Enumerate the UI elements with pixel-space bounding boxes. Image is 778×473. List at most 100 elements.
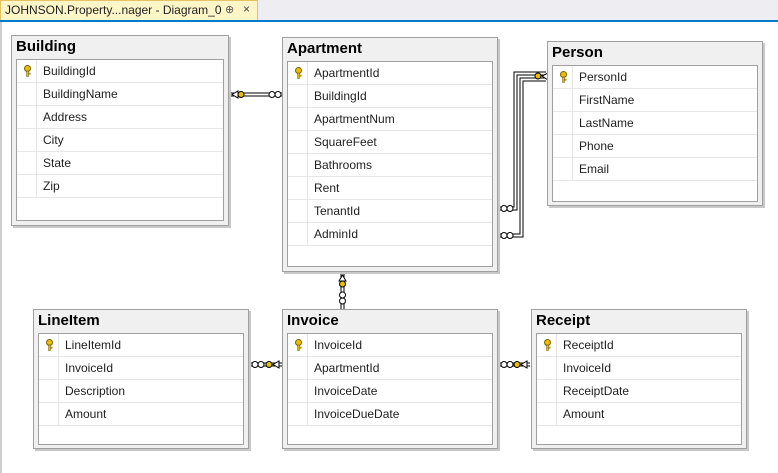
column-name: ReceiptId bbox=[563, 338, 614, 352]
column-name: ReceiptDate bbox=[563, 384, 630, 398]
column-row[interactable]: LastName bbox=[553, 112, 757, 135]
column-name: PersonId bbox=[579, 70, 628, 84]
column-name: SquareFeet bbox=[314, 135, 377, 149]
column-row[interactable]: FirstName bbox=[553, 89, 757, 112]
column-name: InvoiceId bbox=[563, 361, 612, 375]
diagram-canvas[interactable]: Building BuildingId BuildingName Address… bbox=[2, 22, 778, 473]
column-grid: LineItemId InvoiceId Description Amount bbox=[38, 333, 244, 445]
column-name: City bbox=[43, 133, 64, 147]
table-lineitem[interactable]: LineItem LineItemId InvoiceId Descriptio… bbox=[33, 309, 249, 449]
column-row[interactable]: ReceiptDate bbox=[537, 380, 741, 403]
column-name: ApartmentNum bbox=[314, 112, 395, 126]
relationship-building-apartment[interactable] bbox=[230, 90, 282, 99]
column-grid: BuildingId BuildingName Address City Sta… bbox=[16, 59, 224, 221]
column-row[interactable]: Address bbox=[17, 106, 223, 129]
column-row[interactable]: BuildingId bbox=[17, 60, 223, 83]
column-row[interactable]: State bbox=[17, 152, 223, 175]
column-name: Address bbox=[43, 110, 88, 124]
table-building[interactable]: Building BuildingId BuildingName Address… bbox=[11, 35, 229, 226]
column-row[interactable]: Email bbox=[553, 158, 757, 181]
table-title: Person bbox=[552, 44, 603, 61]
column-row[interactable]: BuildingId bbox=[288, 85, 492, 108]
column-name: InvoiceDate bbox=[314, 384, 378, 398]
primary-key-icon bbox=[24, 65, 31, 77]
column-grid: ReceiptId InvoiceId ReceiptDate Amount bbox=[536, 333, 742, 445]
primary-key-icon bbox=[560, 71, 567, 83]
table-title: Building bbox=[16, 38, 76, 55]
document-tab-strip: JOHNSON.Property...nager - Diagram_0 ⊕ × bbox=[0, 0, 778, 22]
column-name: FirstName bbox=[579, 93, 635, 107]
column-row[interactable]: InvoiceId bbox=[288, 334, 492, 357]
column-name: BuildingId bbox=[314, 89, 367, 103]
relationship-lineitem-invoice[interactable] bbox=[250, 360, 282, 369]
primary-key-icon bbox=[46, 339, 53, 351]
column-name: ApartmentId bbox=[314, 66, 380, 80]
column-name: Phone bbox=[579, 139, 614, 153]
diagram-tab-title: JOHNSON.Property...nager - Diagram_0 bbox=[5, 3, 222, 17]
table-title: Apartment bbox=[287, 40, 363, 57]
column-row[interactable]: Description bbox=[39, 380, 243, 403]
column-name: AdminId bbox=[314, 227, 359, 241]
column-name: InvoiceId bbox=[65, 361, 114, 375]
column-row[interactable]: Amount bbox=[39, 403, 243, 426]
table-title: Receipt bbox=[536, 312, 591, 329]
relationship-admin-person[interactable] bbox=[500, 72, 549, 239]
relationship-lines bbox=[230, 71, 549, 369]
column-name: LineItemId bbox=[65, 338, 122, 352]
table-title: LineItem bbox=[38, 312, 100, 329]
pin-icon[interactable]: ⊕ bbox=[225, 4, 235, 16]
column-grid: ApartmentId BuildingId ApartmentNum Squa… bbox=[287, 61, 493, 267]
column-name: Zip bbox=[43, 179, 60, 193]
column-name: Rent bbox=[314, 181, 340, 195]
relationship-invoice-receipt[interactable] bbox=[500, 360, 530, 369]
primary-key-icon bbox=[295, 339, 302, 351]
table-apartment[interactable]: Apartment ApartmentId BuildingId Apartme… bbox=[282, 37, 498, 272]
column-name: Amount bbox=[65, 407, 107, 421]
column-name: InvoiceId bbox=[314, 338, 363, 352]
column-name: BuildingId bbox=[43, 64, 96, 78]
column-row[interactable]: Zip bbox=[17, 175, 223, 198]
column-row[interactable]: AdminId bbox=[288, 223, 492, 246]
column-row[interactable]: ReceiptId bbox=[537, 334, 741, 357]
column-name: Email bbox=[579, 162, 610, 176]
diagram-tab[interactable]: JOHNSON.Property...nager - Diagram_0 ⊕ × bbox=[0, 0, 258, 20]
column-row[interactable]: Phone bbox=[553, 135, 757, 158]
column-name: ApartmentId bbox=[314, 361, 380, 375]
table-receipt[interactable]: Receipt ReceiptId InvoiceId ReceiptDate … bbox=[531, 309, 747, 449]
table-person[interactable]: Person PersonId FirstName LastName Phone… bbox=[547, 41, 763, 206]
column-name: Amount bbox=[563, 407, 605, 421]
primary-key-icon bbox=[295, 67, 302, 79]
column-row[interactable]: Amount bbox=[537, 403, 741, 426]
column-row[interactable]: Bathrooms bbox=[288, 154, 492, 177]
column-name: TenantId bbox=[314, 204, 361, 218]
column-row[interactable]: TenantId bbox=[288, 200, 492, 223]
column-name: Bathrooms bbox=[314, 158, 373, 172]
left-border bbox=[0, 22, 2, 473]
column-name: InvoiceDueDate bbox=[314, 407, 400, 421]
close-icon[interactable]: × bbox=[243, 2, 251, 16]
column-row[interactable]: LineItemId bbox=[39, 334, 243, 357]
column-grid: InvoiceId ApartmentId InvoiceDate Invoic… bbox=[287, 333, 493, 445]
column-row[interactable]: SquareFeet bbox=[288, 131, 492, 154]
column-row[interactable]: InvoiceId bbox=[537, 357, 741, 380]
primary-key-icon bbox=[544, 339, 551, 351]
column-name: Description bbox=[65, 384, 126, 398]
table-title: Invoice bbox=[287, 312, 339, 329]
column-name: LastName bbox=[579, 116, 634, 130]
column-row[interactable]: InvoiceDate bbox=[288, 380, 492, 403]
column-row[interactable]: ApartmentId bbox=[288, 357, 492, 380]
column-row[interactable]: PersonId bbox=[553, 66, 757, 89]
column-row[interactable]: ApartmentNum bbox=[288, 108, 492, 131]
table-invoice[interactable]: Invoice InvoiceId ApartmentId InvoiceDat… bbox=[282, 309, 498, 449]
column-row[interactable]: City bbox=[17, 129, 223, 152]
column-name: State bbox=[43, 156, 72, 170]
column-row[interactable]: ApartmentId bbox=[288, 62, 492, 85]
column-row[interactable]: InvoiceId bbox=[39, 357, 243, 380]
column-row[interactable]: Rent bbox=[288, 177, 492, 200]
column-name: BuildingName bbox=[43, 87, 118, 101]
column-row[interactable]: BuildingName bbox=[17, 83, 223, 106]
column-row[interactable]: InvoiceDueDate bbox=[288, 403, 492, 426]
relationship-apartment-invoice[interactable] bbox=[338, 272, 347, 309]
column-grid: PersonId FirstName LastName Phone Email bbox=[552, 65, 758, 202]
relationship-tenant-person[interactable] bbox=[500, 71, 546, 212]
